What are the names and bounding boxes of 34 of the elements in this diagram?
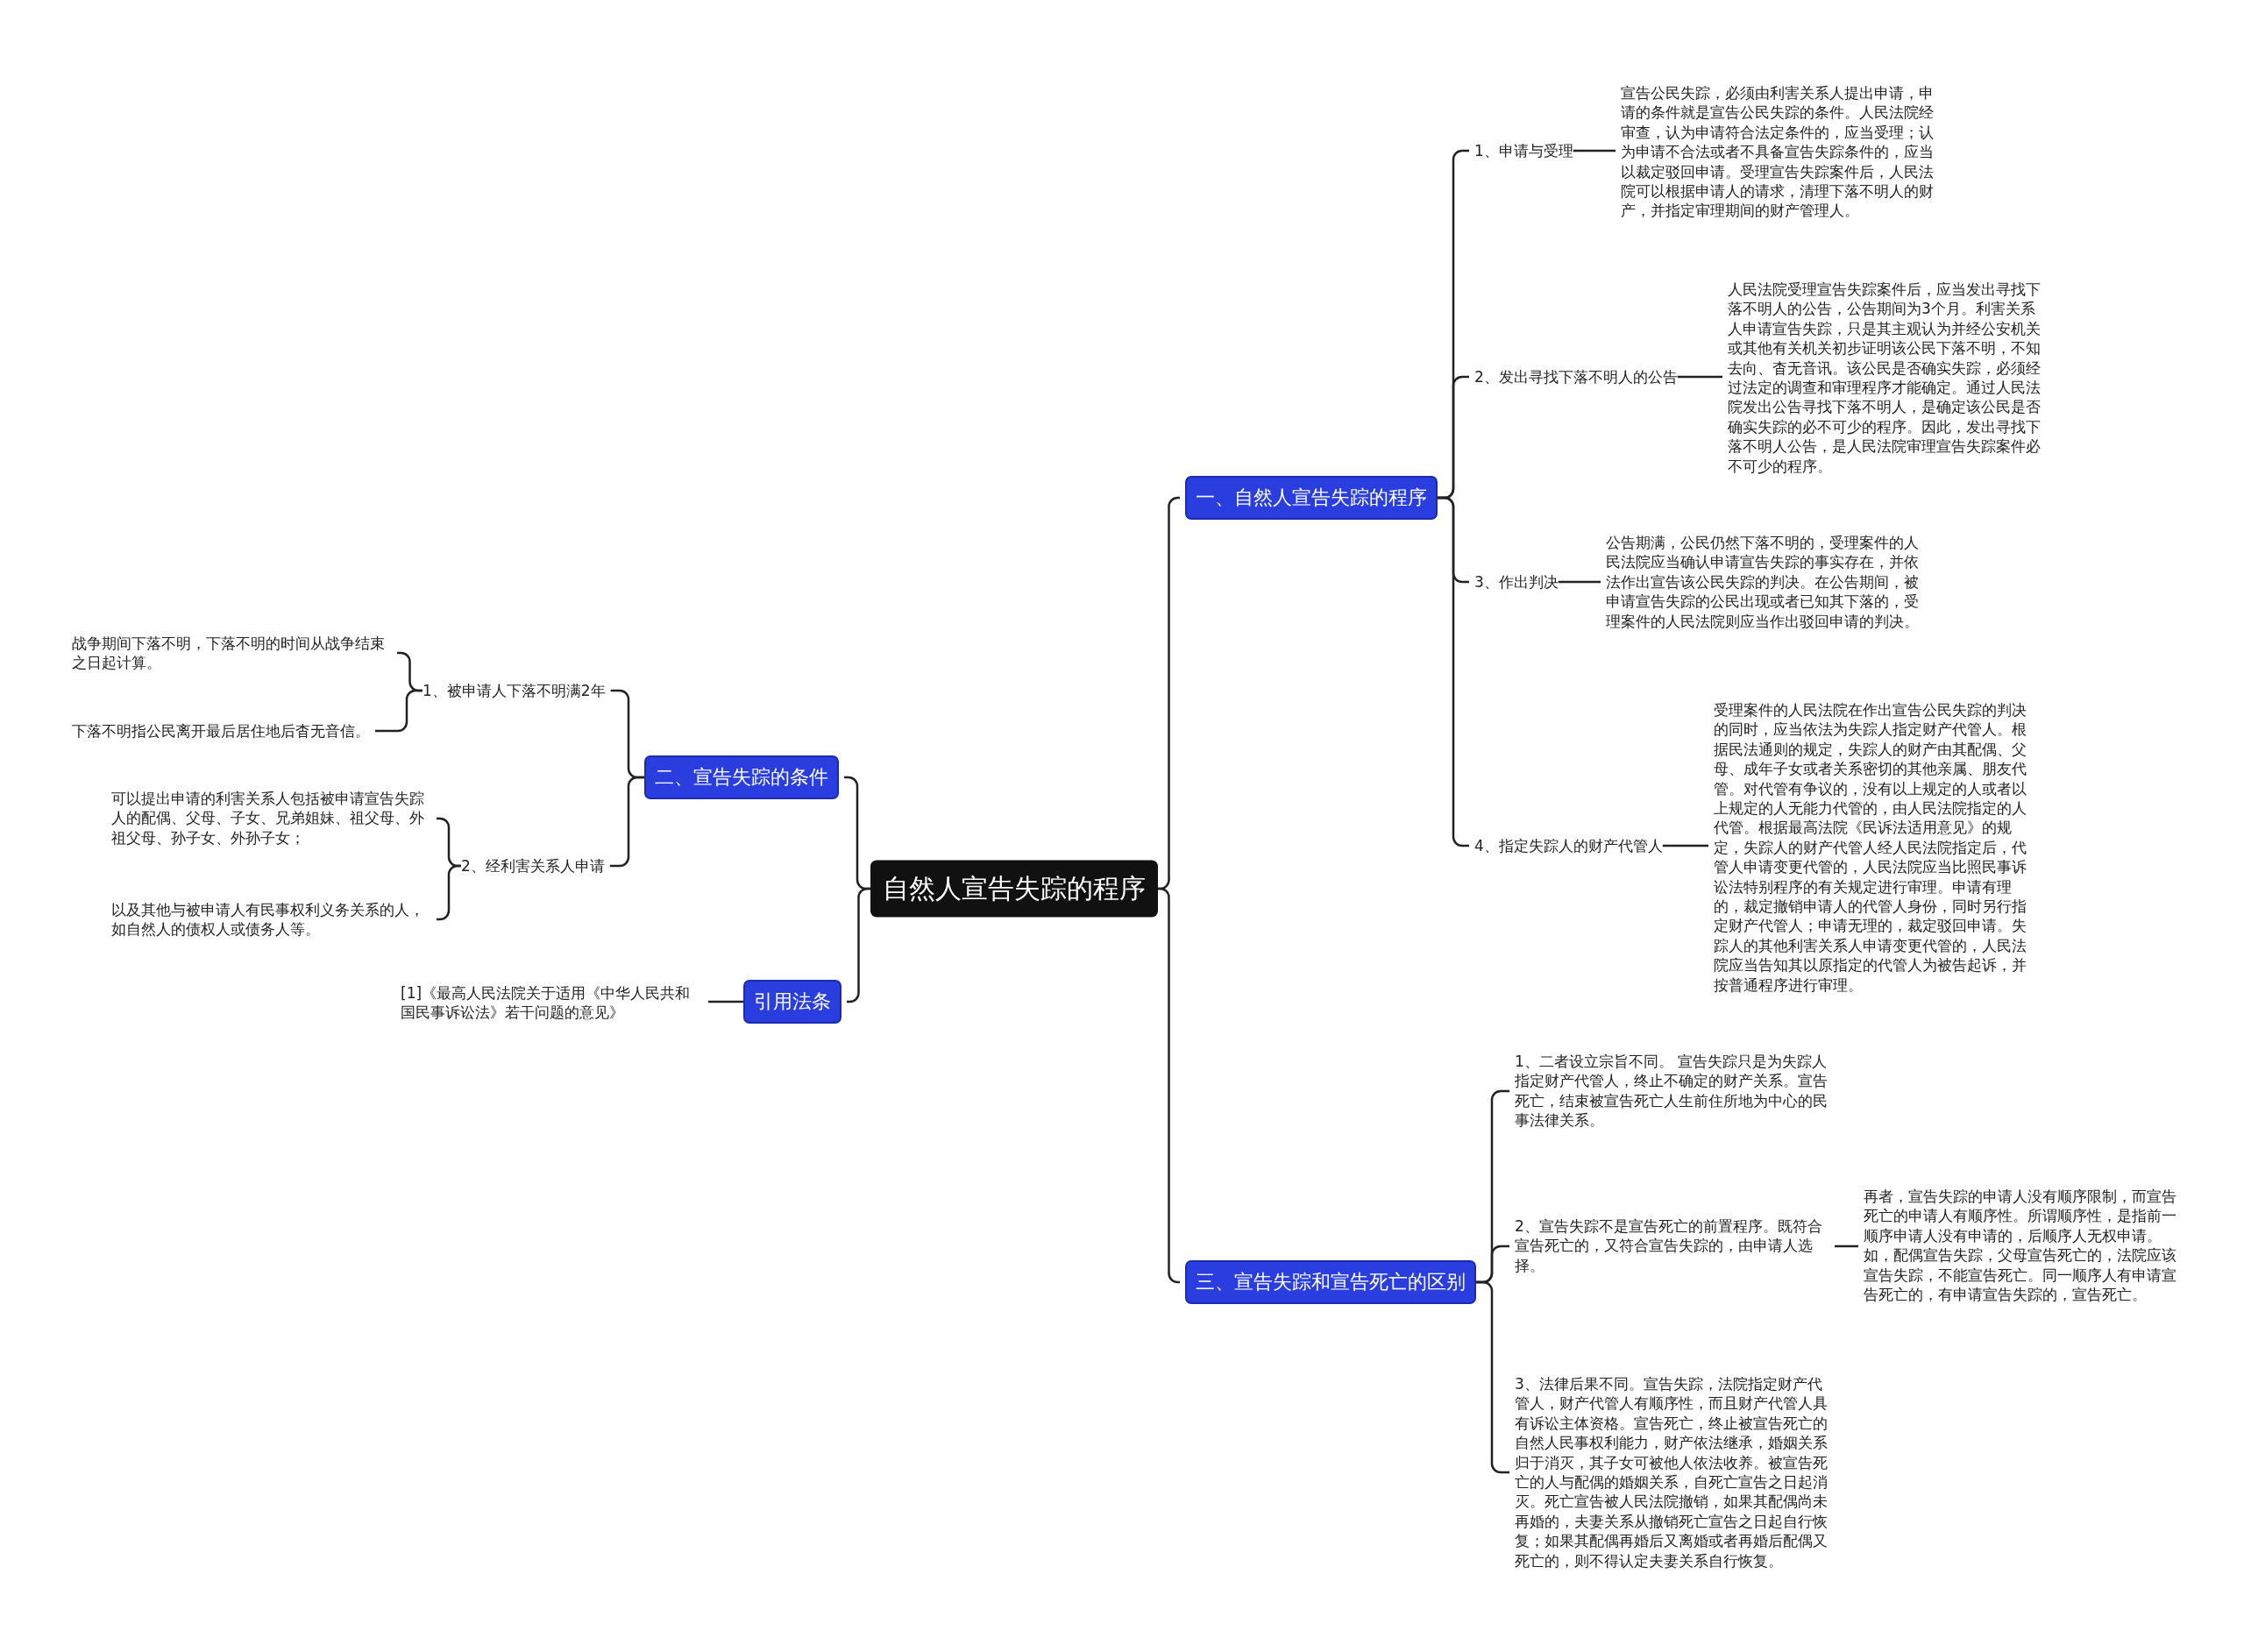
note-text: 以及其他与被申请人有民事权利义务关系的人，如自然人的债权人或债务人等。 [111, 899, 431, 939]
connector-line [1157, 887, 1181, 1284]
branch-topic: 引用法条 [743, 980, 842, 1024]
connector-line [708, 1000, 743, 1003]
subtopic-label: 1、申请与受理 [1474, 140, 1573, 161]
connector-line [1558, 580, 1601, 584]
connector-line [1677, 375, 1722, 379]
note-text: 2、宣告失踪不是宣告死亡的前置程序。既符合宣告死亡的，又符合宣告失踪的，由申请人选择。 [1515, 1216, 1835, 1276]
root-topic: 自然人宣告失踪的程序 [870, 860, 1158, 918]
subtopic-label: 下落不明指公民离开最后居住地后杳无音信。 [72, 720, 370, 741]
subtopic-label: 3、作出判决 [1474, 571, 1559, 592]
note-text: 1、二者设立宗旨不同。 宣告失踪只是为失踪人指定财产代管人，终止不确定的财产关系。宣告死亡，结束被宣告死亡人生前住所地为中心的民事法律关系。 [1515, 1052, 1835, 1131]
note-text: 宣告公民失踪，必须由利害关系人提出申请，申请的条件就是宣告公民失踪的条件。人民法院经审查，认为申请符合法定条件的，应当受理；认为申请不合法或者不具备宣告失踪条件的，应当以裁定驳回申请。受理宣告失踪案件后，人民法院可以根据申请人的请求，清理下落不明人的财产，并指定审理期间的财产管理人。 [1621, 82, 1941, 221]
note-text: 公告期满，公民仍然下落不明的，受理案件的人民法院应当确认申请宣告失踪的事实存在，并依法作出宣告该公民失踪的判决。在公告期间，被申请宣告失踪的公民出现或者已知其下落的，受理案件的人民法院则应当作出驳回申请的判决。 [1606, 533, 1926, 631]
connector-line [375, 689, 423, 733]
subtopic-label: 2、发出寻找下落不明人的公告 [1474, 366, 1678, 387]
note-text: 战争期间下落不明，下落不明的时间从战争结束之日起计算。 [72, 633, 392, 673]
branch-topic: 三、宣告失踪和宣告死亡的区别 [1185, 1260, 1476, 1304]
note-text: 再者，宣告失踪的申请人没有顺序限制，而宣告死亡的申请人有顺序性。所谓顺序性，是指前一顺序申请人没有申请的，后顺序人无权申请。如，配偶宣告失踪，父母宣告死亡的，法院应该宣告失踪，不能宣告死亡。同一顺序人有申请宣告死亡的，有申请宣告失踪的，宣告死亡。 [1864, 1186, 2184, 1305]
note-text: 可以提出申请的利害关系人包括被申请宣告失踪人的配偶、父母、子女、兄弟姐妹、祖父母、外祖父母、孙子女、外孙子女； [111, 789, 431, 848]
note-text: [1]《最高人民法院关于适用《中华人民共和国民事诉讼法》若干问题的意见》 [401, 982, 703, 1023]
branch-topic: 一、自然人宣告失踪的程序 [1185, 476, 1438, 520]
connector-line [847, 887, 870, 1003]
subtopic-label: 1、被申请人下落不明满2年 [423, 680, 606, 701]
note-text: 3、法律后果不同。宣告失踪，法院指定财产代管人，财产代管人有顺序性，而且财产代管人具有诉讼主体资格。宣告死亡，终止被宣告死亡的自然人民事权利能力，财产依法继承，婚姻关系归于消灭，其子女可被他人依法收养。被宣告死亡的人与配偶的婚姻关系，自死亡宣告之日起消灭。死亡宣告被人民法院撤销，如果其配偶尚未再婚的，夫妻关系从撤销死亡宣告之日起自行恢复；如果其配偶再婚后又离婚或者再婚后配偶又死亡的，则不得认定夫妻关系自行恢复。 [1515, 1373, 1835, 1571]
subtopic-label: 2、经利害关系人申请 [461, 855, 605, 876]
branch-topic: 二、宣告失踪的条件 [644, 755, 839, 799]
connector-line [437, 864, 461, 921]
connector-line [1573, 149, 1616, 152]
note-text: 人民法院受理宣告失踪案件后，应当发出寻找下落不明人的公告，公告期间为3个月。利害关系人申请宣告失踪，只是其主观认为并经公安机关或其他有关机关初步证明该公民下落不明，不知去向、杳无音讯。该公民是否确实失踪，必须经过法定的调查和审理程序才能确定。通过人民法院发出公告寻找下落不明人，是确定该公民是否确实失踪的必不可少的程序。因此，发出寻找下落不明人公告，是人民法院审理宣告失踪案件必不可少的程序。 [1728, 279, 2048, 477]
connector-line [1835, 1244, 1858, 1248]
connector-line [1662, 844, 1708, 847]
note-text: 受理案件的人民法院在作出宣告公民失踪的判决的同时，应当依法为失踪人指定财产代管人。根据民法通则的规定，失踪人的财产由其配偶、父母、成年子女或者关系密切的其他亲属、朋友代管。对代管有争议的，没有以上规定的人或者以上规定的人无能力代管的，由人民法院指定的人代管。根据最高法院《民诉法适用意见》的规定，失踪人的财产代管人经人民法院指定后，代管人申请变更代管的，人民法院应当比照民事诉讼法特别程序的有关规定进行审理。申请有理的，裁定撤销申请人的代管人身份，同时另行指定财产代管人；申请无理的，裁定驳回申请。失踪人的其他利害关系人申请变更代管的，人民法院应当告知其以原指定的代管人为被告起诉，并按普通程序进行审理。 [1714, 699, 2034, 996]
subtopic-label: 4、指定失踪人的财产代管人 [1474, 835, 1663, 856]
